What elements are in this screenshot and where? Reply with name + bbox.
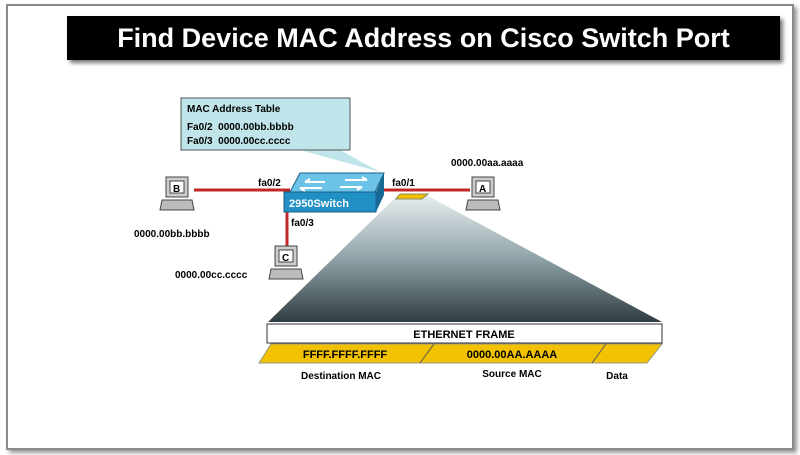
source-mac-label: Source MAC <box>482 369 541 380</box>
data-label: Data <box>606 371 628 382</box>
source-mac-value: 0000.00AA.AAAA <box>467 349 558 361</box>
host-mac: 0000.00bb.bbbb <box>134 229 210 240</box>
frame-fields <box>258 343 664 364</box>
mac-table-heading: MAC Address Table <box>187 104 281 115</box>
dest-mac-label: Destination MAC <box>301 371 381 382</box>
mac-table-row: Fa0/2 0000.00bb.bbbb <box>187 122 294 133</box>
callout-pointer <box>300 150 380 172</box>
frame-zoom-beam <box>268 195 662 322</box>
ethernet-frame-header <box>266 323 663 344</box>
host-label: B <box>173 184 180 195</box>
mac-table-row: Fa0/3 0000.00cc.cccc <box>187 136 291 147</box>
host-c[interactable]: C <box>268 245 304 280</box>
port-label: fa0/2 <box>258 178 281 189</box>
page-title: Find Device MAC Address on Cisco Switch … <box>67 16 780 60</box>
field-divider <box>419 343 435 364</box>
host-label: C <box>282 253 289 264</box>
host-a[interactable]: A <box>465 176 501 211</box>
host-label: A <box>479 184 486 195</box>
ethernet-frame-heading: ETHERNET FRAME <box>413 329 514 341</box>
port-label: fa0/1 <box>392 178 415 189</box>
port-label: fa0/3 <box>291 218 314 229</box>
frame-on-wire <box>394 193 430 200</box>
mac-table-callout <box>180 97 351 151</box>
host-mac: 0000.00aa.aaaa <box>451 158 524 169</box>
dest-mac-value: FFFF.FFFF.FFFF <box>303 349 388 361</box>
host-b[interactable]: B <box>159 176 195 211</box>
switch-2950[interactable]: 2950Switch <box>283 172 385 213</box>
field-divider <box>591 343 607 364</box>
host-mac: 0000.00cc.cccc <box>175 270 248 281</box>
switch-label: 2950Switch <box>289 198 349 210</box>
switch-arrows-icon <box>299 176 368 192</box>
